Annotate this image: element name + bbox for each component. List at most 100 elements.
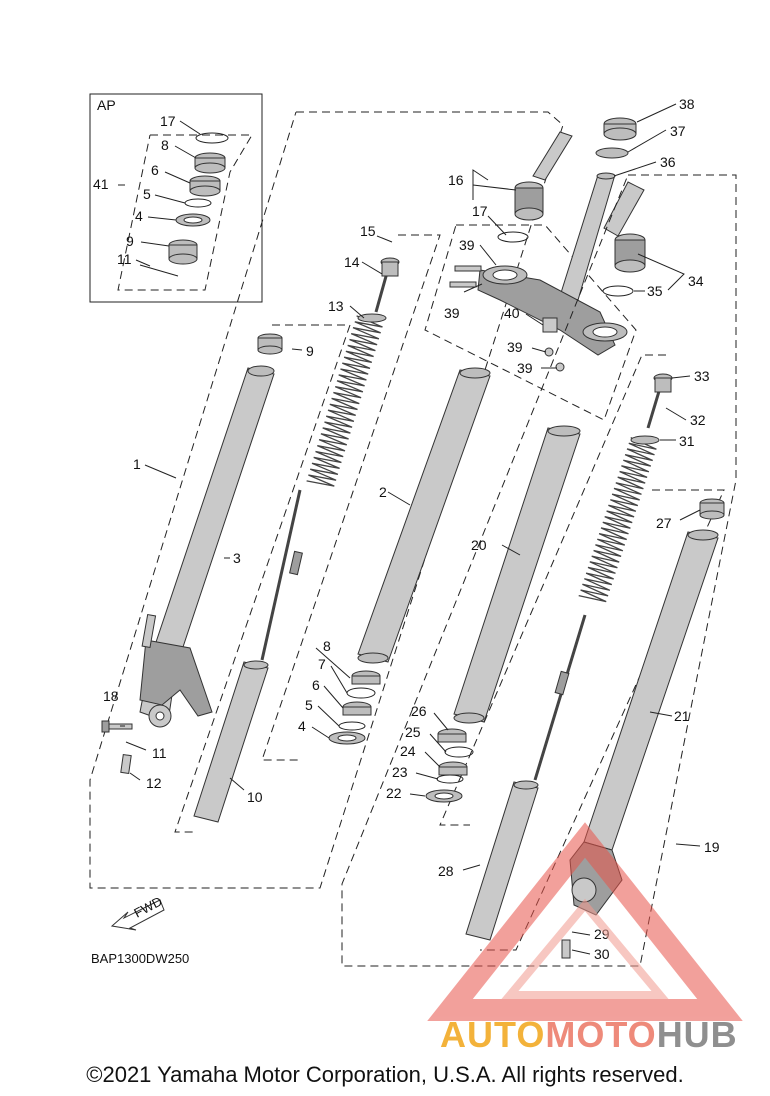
- callout-16: 16: [448, 172, 464, 188]
- spring-13: [306, 313, 387, 487]
- bolt-40: [542, 317, 558, 333]
- bolt-18: [101, 720, 133, 733]
- o-ring-17: [497, 231, 529, 243]
- callout-11-inset: 11: [117, 251, 132, 267]
- watermark-logo-icon: [427, 822, 743, 1021]
- oil-seal-part: [194, 152, 226, 174]
- callout-1: 1: [133, 456, 141, 472]
- spring-31: [578, 435, 660, 603]
- group-1-outline: [89, 111, 564, 889]
- bushing-27: [699, 498, 725, 520]
- upper-bracket-outline: [424, 224, 637, 421]
- callout-7: 7: [318, 656, 326, 672]
- callout-39-d: 39: [517, 360, 533, 376]
- brand-part-hub: HUB: [656, 1014, 738, 1055]
- washer-37: [595, 147, 629, 159]
- pin-part: [139, 264, 179, 277]
- callout-39-a: 39: [459, 237, 475, 253]
- callout-11: 11: [152, 745, 167, 761]
- lower-bracket: [477, 265, 628, 356]
- callout-3: 3: [233, 550, 241, 566]
- clip-part: [184, 198, 212, 208]
- group-19-outline: [341, 174, 737, 967]
- callout-34: 34: [688, 273, 704, 289]
- cap-assembly-16: [514, 131, 573, 221]
- callout-17: 17: [472, 203, 488, 219]
- axle-bracket: [139, 613, 213, 728]
- callout-37: 37: [670, 123, 686, 139]
- callout-33: 33: [694, 368, 710, 384]
- inner-tube-2: [357, 367, 491, 664]
- ap-box-frame: [89, 93, 263, 303]
- callout-18: 18: [103, 688, 119, 704]
- inner-tube-28: [465, 614, 587, 941]
- callout-24: 24: [400, 743, 416, 759]
- callout-8-inset: 8: [161, 137, 169, 153]
- brand-part-moto: MOTO: [545, 1014, 657, 1055]
- leaders: [120, 103, 701, 955]
- callout-5-inset: 5: [143, 186, 151, 202]
- inner-tube-10: [193, 489, 303, 823]
- cap-38: [603, 117, 637, 141]
- callout-14: 14: [344, 254, 360, 270]
- callout-21: 21: [674, 708, 690, 724]
- callout-36: 36: [660, 154, 676, 170]
- callout-28: 28: [438, 863, 454, 879]
- brand-part-auto: AUTO: [440, 1014, 546, 1055]
- callout-6-inset: 6: [151, 162, 159, 178]
- cap-assembly-34: [603, 181, 646, 273]
- ap-inset: AP 17 8: [89, 93, 263, 303]
- callout-9: 9: [306, 343, 314, 359]
- dust-seal-part: [175, 213, 211, 227]
- callout-38: 38: [679, 96, 695, 112]
- seal-ring-part: [195, 132, 229, 144]
- diagram-code: BAP1300DW250: [91, 951, 190, 966]
- ap-dashed-group: [117, 134, 253, 291]
- callout-25: 25: [405, 724, 421, 740]
- callout-5: 5: [305, 697, 313, 713]
- fwd-arrow: FWD: [110, 894, 165, 931]
- callout-4-inset: 4: [135, 208, 143, 224]
- callout-10: 10: [247, 789, 263, 805]
- bolts-39: [449, 265, 565, 372]
- bushing-9: [257, 333, 283, 355]
- callout-6: 6: [312, 677, 320, 693]
- group-10-outline: [174, 324, 351, 833]
- callout-20: 20: [471, 537, 487, 553]
- callout-32: 32: [690, 412, 706, 428]
- callout-41: 41: [93, 176, 109, 192]
- copyright-notice: ©2021 Yamaha Motor Corporation, U.S.A. A…: [86, 1062, 684, 1087]
- group-20-outline: [439, 354, 666, 826]
- damper-rod-14: [374, 257, 400, 313]
- callout-22: 22: [386, 785, 402, 801]
- callout-26: 26: [411, 703, 427, 719]
- callout-9-inset: 9: [126, 233, 134, 249]
- damper-rod-32: [646, 373, 673, 429]
- callout-30: 30: [594, 946, 610, 962]
- callout-2: 2: [379, 484, 387, 500]
- callout-19: 19: [704, 839, 720, 855]
- callouts: 1 2 3 15 14 13 9 8 7 6 5 4 10 18 11 12 1…: [103, 96, 720, 962]
- group-2-outline: [261, 234, 441, 761]
- callout-4: 4: [298, 718, 306, 734]
- callout-12: 12: [146, 775, 162, 791]
- pin-12: [120, 753, 132, 775]
- callout-39-b: 39: [444, 305, 460, 321]
- watermark-brand: AUTOMOTOHUB: [440, 1014, 738, 1056]
- steering-stem-36: [559, 172, 616, 301]
- callout-40: 40: [504, 305, 520, 321]
- callout-23: 23: [392, 764, 408, 780]
- washer-part: [189, 175, 221, 197]
- callout-39-c: 39: [507, 339, 523, 355]
- callout-35: 35: [647, 283, 663, 299]
- bolt-30: [561, 939, 571, 959]
- seal-stack-right: [425, 728, 474, 803]
- callout-27: 27: [656, 515, 672, 531]
- inner-tube-20: [453, 425, 581, 724]
- o-ring-35: [602, 285, 634, 297]
- callout-15: 15: [360, 223, 376, 239]
- callout-8: 8: [323, 638, 331, 654]
- seal-stack-left: [328, 670, 381, 745]
- callout-31: 31: [679, 433, 695, 449]
